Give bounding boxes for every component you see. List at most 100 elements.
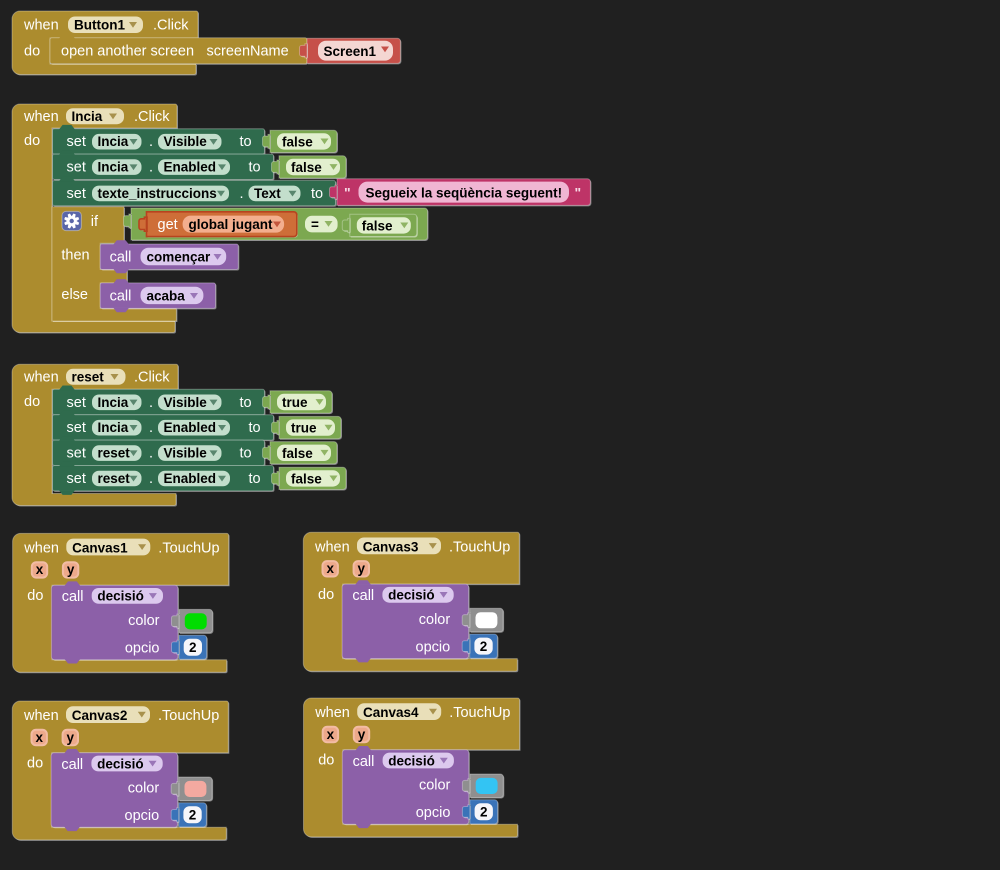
svg-text:false: false (291, 471, 322, 486)
svg-text:Canvas1: Canvas1 (72, 540, 128, 555)
svg-text:else: else (61, 287, 88, 303)
svg-text:false: false (362, 218, 393, 233)
svg-text:to: to (240, 395, 252, 411)
svg-text:do: do (318, 753, 334, 769)
svg-text:false: false (282, 446, 313, 461)
svg-text:global jugant: global jugant (189, 217, 273, 232)
svg-text:.: . (149, 134, 153, 150)
svg-text:Enabled: Enabled (164, 160, 217, 175)
svg-text:=: = (311, 217, 319, 232)
svg-text:set: set (67, 395, 86, 411)
svg-text:when: when (23, 370, 59, 386)
svg-text:do: do (24, 133, 40, 149)
svg-text:.: . (149, 446, 153, 462)
svg-text:.: . (149, 160, 153, 176)
svg-text:.TouchUp: .TouchUp (158, 540, 219, 556)
svg-text:do: do (318, 587, 334, 603)
svg-text:call: call (110, 250, 132, 266)
svg-text:Visible: Visible (164, 134, 208, 149)
svg-text:y: y (67, 730, 75, 745)
svg-text:call: call (62, 589, 84, 605)
svg-text:x: x (35, 730, 43, 745)
svg-text:Text: Text (254, 186, 281, 201)
svg-text:reset: reset (72, 370, 105, 385)
svg-text:false: false (291, 160, 322, 175)
svg-text:do: do (27, 756, 43, 772)
svg-text:if: if (91, 214, 99, 230)
svg-text:true: true (291, 421, 317, 436)
svg-text:opcio: opcio (416, 640, 451, 656)
svg-text:do: do (24, 394, 40, 410)
svg-text:.TouchUp: .TouchUp (449, 705, 510, 721)
svg-text:call: call (61, 757, 83, 773)
svg-text:.Click: .Click (134, 109, 170, 125)
svg-text:Incia: Incia (98, 160, 129, 175)
svg-text:.: . (149, 420, 153, 436)
svg-text:set: set (67, 446, 86, 462)
svg-text:y: y (358, 561, 366, 576)
svg-text:then: then (61, 248, 89, 264)
svg-text:x: x (36, 562, 44, 577)
svg-text:Incia: Incia (98, 134, 129, 149)
svg-text:Enabled: Enabled (164, 420, 217, 435)
svg-text:y: y (67, 562, 75, 577)
svg-text:decisió: decisió (97, 589, 144, 604)
svg-text:color: color (128, 613, 160, 629)
svg-text:Incia: Incia (98, 395, 129, 410)
svg-text:Canvas3: Canvas3 (363, 539, 419, 554)
svg-text:false: false (282, 134, 313, 149)
svg-text:opcio: opcio (125, 641, 160, 657)
svg-text:screenName: screenName (207, 44, 289, 60)
svg-text:set: set (67, 471, 86, 487)
svg-text:set: set (67, 186, 86, 202)
svg-text:2: 2 (480, 639, 488, 654)
svg-text:decisió: decisió (97, 756, 144, 771)
svg-text:true: true (282, 395, 308, 410)
svg-text:get: get (158, 217, 178, 233)
svg-text:reset: reset (98, 471, 131, 486)
svg-text:opcio: opcio (125, 808, 160, 824)
svg-text:Canvas4: Canvas4 (363, 705, 419, 720)
svg-text:when: when (314, 539, 350, 555)
svg-text:decisió: decisió (388, 753, 435, 768)
svg-text:to: to (249, 160, 261, 176)
svg-text:acaba: acaba (147, 289, 186, 304)
svg-text:do: do (27, 588, 43, 604)
svg-text:x: x (326, 561, 334, 576)
svg-text:Incia: Incia (72, 109, 103, 124)
svg-text:to: to (249, 471, 261, 487)
svg-text:Visible: Visible (164, 395, 208, 410)
svg-text:call: call (352, 588, 374, 604)
svg-text:color: color (419, 612, 451, 628)
svg-text:.Click: .Click (134, 370, 170, 386)
svg-text:": " (344, 185, 351, 201)
svg-text:when: when (23, 109, 59, 125)
svg-text:.: . (149, 471, 153, 487)
svg-text:x: x (327, 727, 335, 742)
svg-text:.: . (149, 395, 153, 411)
svg-text:començar: començar (147, 250, 212, 265)
svg-text:Enabled: Enabled (164, 471, 217, 486)
svg-text:.TouchUp: .TouchUp (158, 708, 219, 724)
svg-text:.TouchUp: .TouchUp (449, 539, 510, 555)
svg-text:open another screen: open another screen (61, 44, 194, 60)
svg-text:Button1: Button1 (74, 18, 125, 33)
svg-text:do: do (24, 44, 40, 60)
svg-text:opcio: opcio (416, 805, 451, 821)
svg-text:Segueix la seqüència seguent!: Segueix la seqüència seguent! (366, 186, 563, 201)
svg-text:set: set (67, 160, 86, 176)
svg-text:color: color (128, 781, 160, 797)
svg-text:call: call (353, 754, 375, 770)
svg-text:Screen1: Screen1 (324, 44, 377, 59)
svg-text:to: to (249, 420, 261, 436)
svg-text:.: . (240, 186, 244, 202)
svg-text:when: when (23, 708, 59, 724)
svg-text:texte_instruccions: texte_instruccions (98, 186, 217, 201)
svg-text:to: to (311, 186, 323, 202)
svg-text:when: when (23, 18, 59, 34)
svg-text:2: 2 (480, 805, 488, 820)
svg-text:when: when (314, 705, 350, 721)
svg-text:Incia: Incia (98, 420, 129, 435)
svg-text:color: color (419, 778, 451, 794)
svg-text:.Click: .Click (153, 18, 189, 34)
